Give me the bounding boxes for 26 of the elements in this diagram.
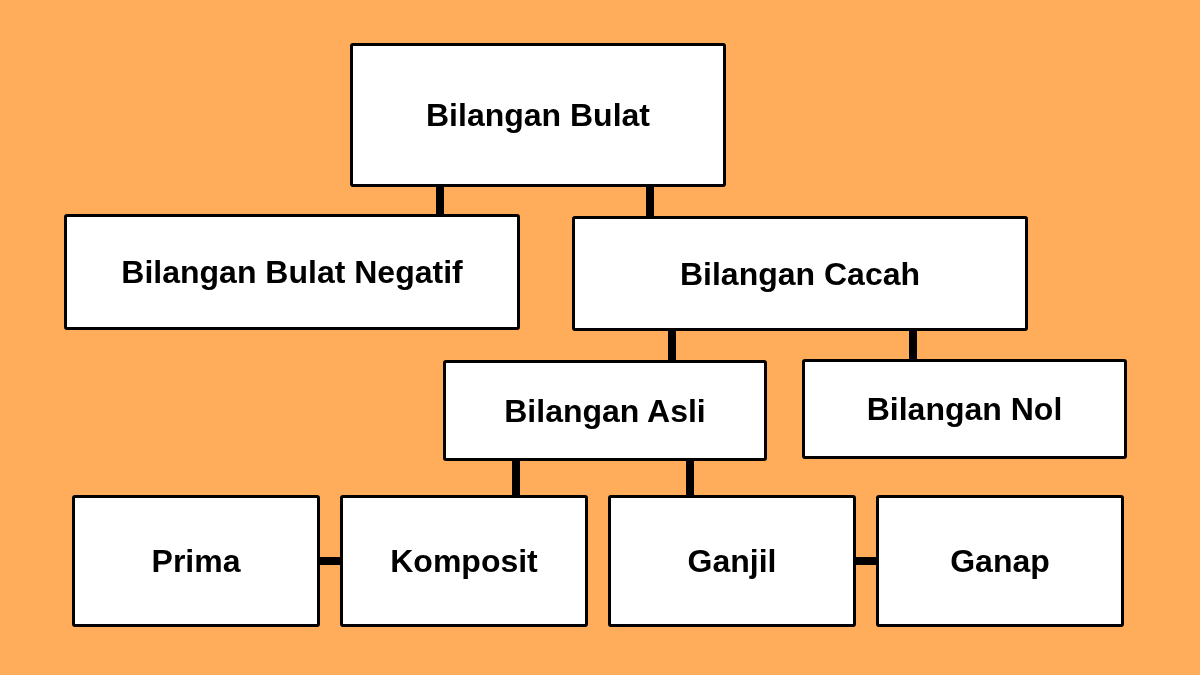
box-label: Bilangan Bulat — [426, 96, 650, 135]
box-label: Prima — [151, 542, 241, 581]
connector-line — [856, 557, 876, 565]
connector-line — [320, 557, 340, 565]
connector-line — [646, 187, 654, 216]
connector-line — [436, 187, 444, 214]
box-label: Bilangan Asli — [504, 391, 706, 431]
category-box — [572, 216, 1028, 331]
box-label: Komposit — [390, 542, 538, 581]
box-label: Bilangan Nol — [866, 390, 1063, 429]
connector-line — [686, 461, 694, 495]
category-box — [64, 214, 520, 330]
connector-line — [512, 461, 520, 495]
category-box — [350, 43, 726, 187]
category-box — [876, 495, 1124, 627]
connector-line — [909, 331, 917, 359]
category-box — [340, 495, 588, 627]
box-label: Bilangan Cacah — [679, 254, 921, 294]
category-box — [72, 495, 320, 627]
category-box — [802, 359, 1127, 459]
box-label: Ganjil — [687, 542, 777, 581]
category-box — [608, 495, 856, 627]
box-label: Bilangan Bulat Negatif — [121, 253, 463, 292]
category-box — [443, 360, 767, 461]
connector-line — [668, 331, 676, 360]
box-label: Ganap — [950, 542, 1050, 581]
